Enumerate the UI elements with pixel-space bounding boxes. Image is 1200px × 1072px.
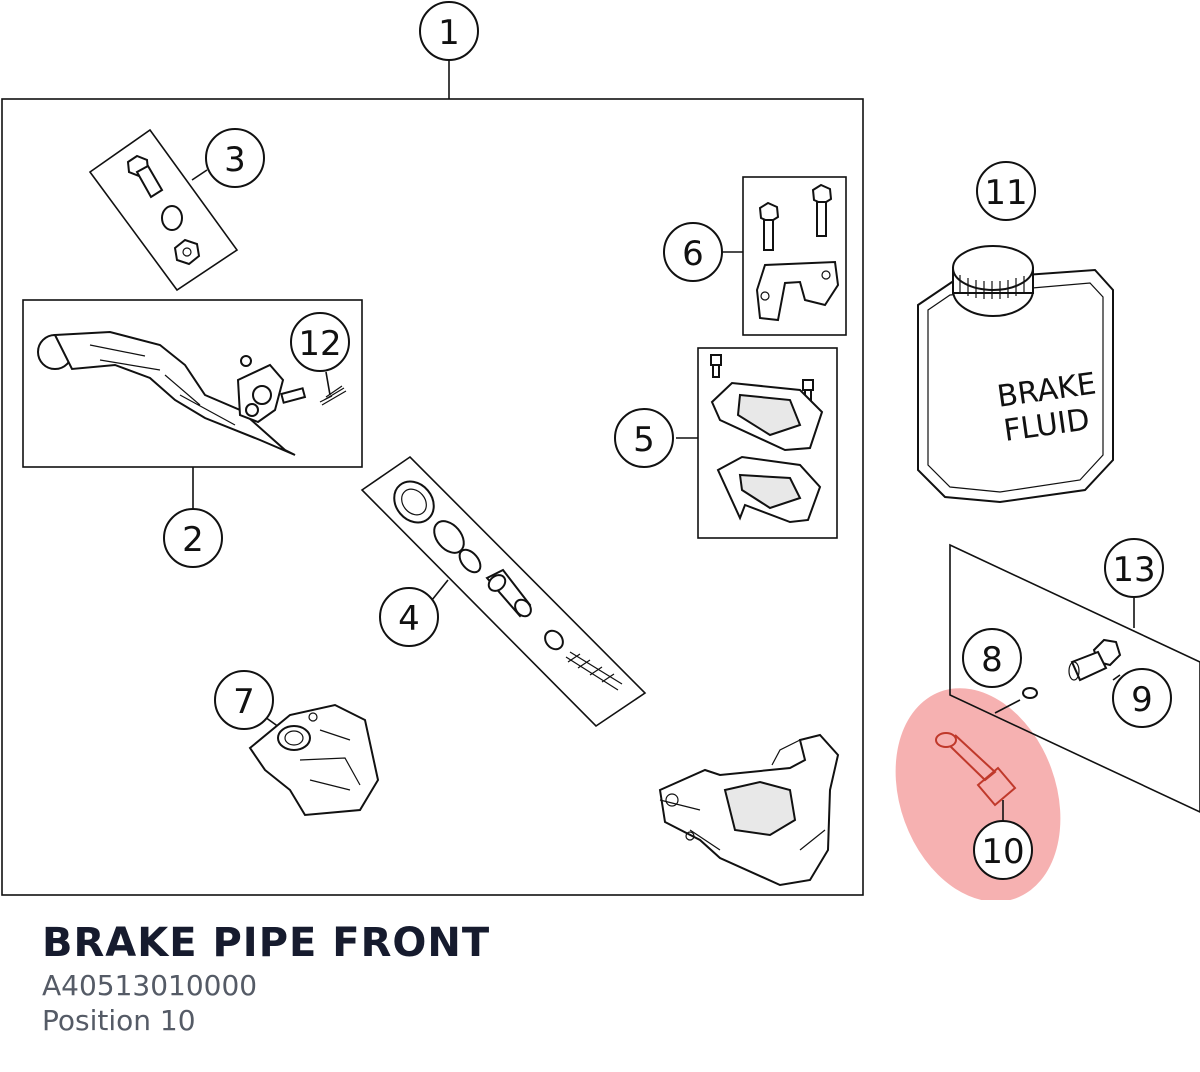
callout-12[interactable]: 12	[290, 312, 350, 372]
callout-13-text: 13	[1112, 550, 1155, 590]
assembly-frame	[1, 98, 864, 896]
callout-2-text: 2	[182, 520, 204, 560]
part-title: BRAKE PIPE FRONT	[42, 920, 491, 966]
brake-pipe-icon	[935, 732, 1017, 807]
callout-2[interactable]: 2	[163, 508, 223, 568]
part-group-6[interactable]	[721, 176, 847, 336]
reservoir-cap-icon	[710, 354, 824, 524]
part-number: A40513010000	[42, 969, 258, 1002]
callout-10-text: 10	[981, 832, 1024, 872]
brake-fluid-bottle[interactable]: BRAKE FLUID	[917, 245, 1114, 504]
part-group-4[interactable]	[360, 455, 647, 728]
callout-7-text: 7	[233, 682, 255, 722]
callout-4[interactable]: 4	[379, 587, 439, 647]
part-group-2[interactable]	[22, 299, 363, 510]
callout-3-text: 3	[224, 140, 246, 180]
bolt-icon	[126, 154, 201, 266]
callout-6[interactable]: 6	[663, 222, 723, 282]
callout-8[interactable]: 8	[962, 628, 1022, 688]
banjo-bolt-icon	[1022, 638, 1122, 699]
callout-8-text: 8	[981, 640, 1003, 680]
callout-5[interactable]: 5	[614, 408, 674, 468]
part-7-master-cylinder-cap[interactable]	[248, 703, 380, 817]
part-group-13[interactable]	[935, 543, 1200, 813]
part-position: Position 10	[42, 1004, 196, 1037]
callout-9[interactable]: 9	[1112, 668, 1172, 728]
callout-7[interactable]: 7	[214, 670, 274, 730]
brake-lever-icon	[37, 330, 347, 456]
part-group-5[interactable]	[676, 347, 838, 539]
exploded-parts-diagram: BRAKE FLUID 1 2 3 4 5	[1, 1, 1200, 900]
callout-9-text: 9	[1131, 680, 1153, 720]
part-info-panel: BRAKE PIPE FRONT A40513010000 Position 1…	[42, 918, 490, 1038]
callout-1-text: 1	[438, 13, 460, 53]
callout-13[interactable]: 13	[1104, 538, 1164, 598]
callout-11[interactable]: 11	[976, 161, 1036, 221]
callout-1[interactable]: 1	[419, 1, 479, 61]
clamp-bolts-icon	[755, 183, 840, 322]
callout-12-text: 12	[298, 324, 341, 364]
callout-11-text: 11	[984, 173, 1027, 213]
callout-4-text: 4	[398, 599, 420, 639]
part-group-3[interactable]	[88, 128, 239, 292]
master-cylinder-body[interactable]	[658, 733, 840, 887]
piston-kit-icon	[393, 480, 623, 691]
callout-10[interactable]: 10	[973, 820, 1033, 880]
callout-5-text: 5	[633, 420, 655, 460]
callout-6-text: 6	[682, 234, 704, 274]
callout-3[interactable]: 3	[205, 128, 265, 188]
